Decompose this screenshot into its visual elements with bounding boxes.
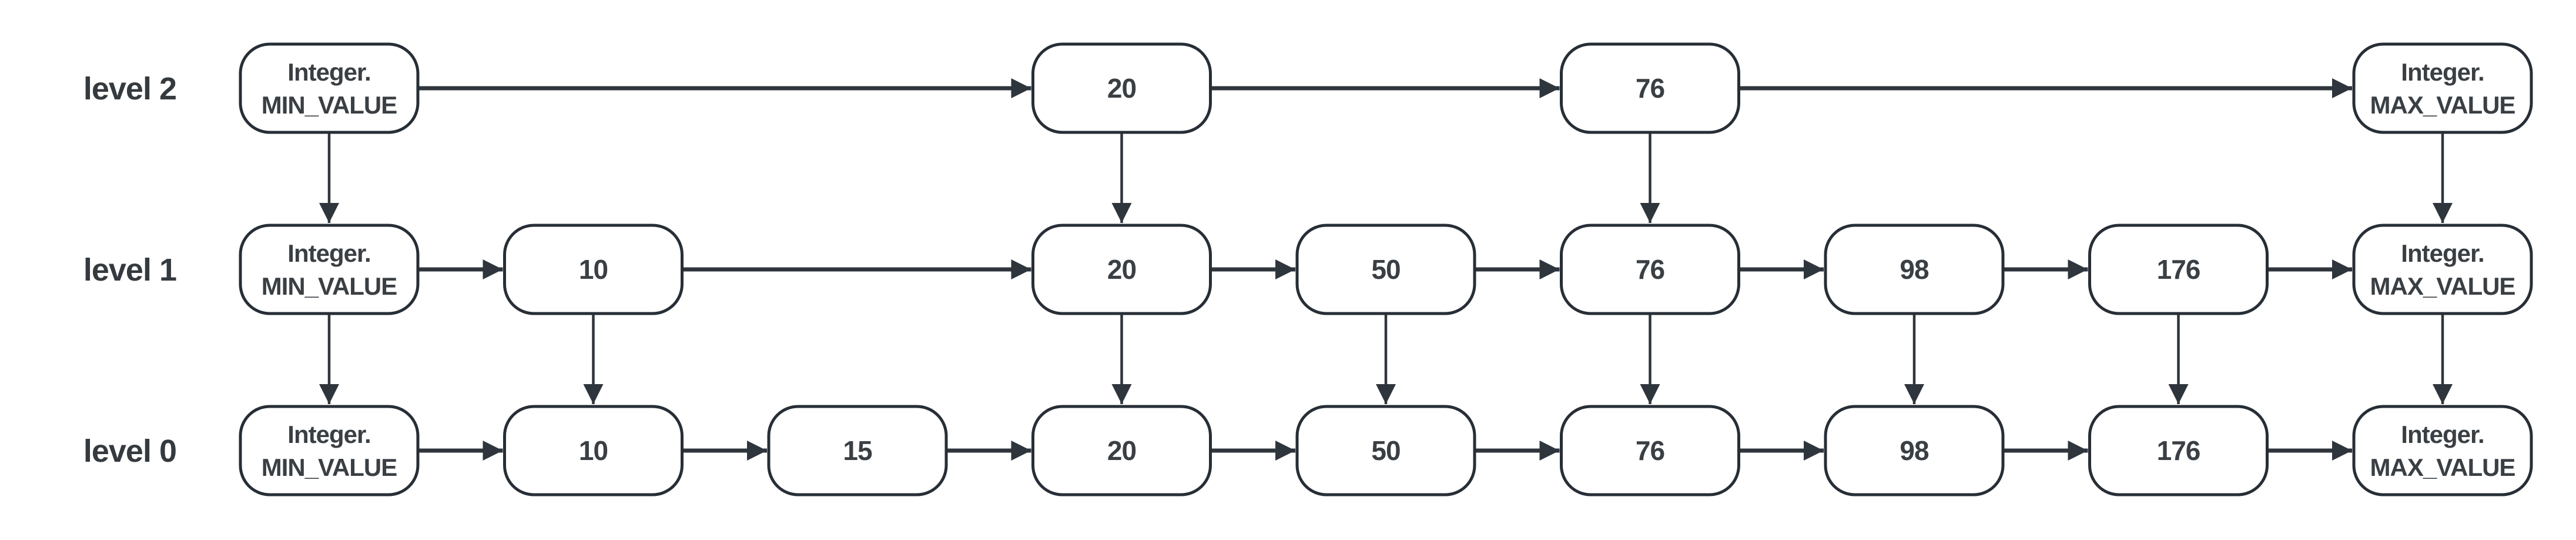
node-label-line2: MAX_VALUE	[2370, 91, 2515, 119]
node-label: 176	[2157, 435, 2200, 466]
node-label: 50	[1371, 254, 1400, 285]
node-shape-max	[2352, 405, 2533, 496]
node-label: 176	[2157, 254, 2200, 285]
node-shape-76	[1560, 42, 1740, 134]
node-level0-max: Integer. MAX_VALUE	[2352, 405, 2533, 496]
node-label-line1: Integer.	[2401, 421, 2484, 448]
node-level1-98: 98	[1824, 224, 2005, 315]
node-level0-98: 98	[1824, 405, 2005, 496]
node-shape-min	[239, 405, 420, 496]
node-level1-20: 20	[1031, 224, 1212, 315]
node-level0-76: 76	[1560, 405, 1740, 496]
node-label: 20	[1107, 254, 1136, 285]
node-label-line2: MIN_VALUE	[262, 91, 397, 119]
node-shape-50	[1295, 224, 1476, 315]
level-label-0: level 0	[83, 434, 176, 469]
node-label-line2: MAX_VALUE	[2370, 454, 2515, 481]
node-label: 76	[1636, 435, 1664, 466]
node-level0-min: Integer. MIN_VALUE	[239, 405, 420, 496]
node-shape-76	[1560, 405, 1740, 496]
node-label-line1: Integer.	[287, 58, 370, 86]
node-shape-min	[239, 224, 420, 315]
node-shape-15	[767, 405, 948, 496]
node-label: 50	[1371, 435, 1400, 466]
node-shape-176	[2088, 405, 2269, 496]
node-shape-98	[1824, 405, 2005, 496]
node-label-line1: Integer.	[2401, 58, 2484, 86]
node-shape-176	[2088, 224, 2269, 315]
node-label-line1: Integer.	[287, 421, 370, 448]
level-label-2: level 2	[83, 71, 176, 106]
node-shape-76	[1560, 224, 1740, 315]
node-label: 15	[843, 435, 872, 466]
node-label: 20	[1107, 435, 1136, 466]
node-level2-max: Integer. MAX_VALUE	[2352, 42, 2533, 134]
node-shape-98	[1824, 224, 2005, 315]
node-shape-min	[239, 42, 420, 134]
node-shape-20	[1031, 405, 1212, 496]
node-level0-10: 10	[503, 405, 684, 496]
node-shape-max	[2352, 224, 2533, 315]
node-level0-15: 15	[767, 405, 948, 496]
node-level1-176: 176	[2088, 224, 2269, 315]
node-shape-20	[1031, 224, 1212, 315]
node-label: 10	[579, 254, 608, 285]
node-level2-min: Integer. MIN_VALUE	[239, 42, 420, 134]
node-label: 10	[579, 435, 608, 466]
node-label: 98	[1900, 435, 1929, 466]
node-shape-10	[503, 224, 684, 315]
node-shape-10	[503, 405, 684, 496]
node-label: 76	[1636, 73, 1664, 104]
level-label-1: level 1	[83, 252, 176, 288]
node-level0-20: 20	[1031, 405, 1212, 496]
node-level1-10: 10	[503, 224, 684, 315]
node-label: 76	[1636, 254, 1664, 285]
node-label: 20	[1107, 73, 1136, 104]
node-shape-max	[2352, 42, 2533, 134]
node-level1-max: Integer. MAX_VALUE	[2352, 224, 2533, 315]
node-level2-76: 76	[1560, 42, 1740, 134]
node-level0-50: 50	[1295, 405, 1476, 496]
node-label-line2: MIN_VALUE	[262, 454, 397, 481]
node-level0-176: 176	[2088, 405, 2269, 496]
node-level2-20: 20	[1031, 42, 1212, 134]
node-label: 98	[1900, 254, 1929, 285]
node-label-line1: Integer.	[287, 239, 370, 267]
node-level1-50: 50	[1295, 224, 1476, 315]
node-level1-min: Integer. MIN_VALUE	[239, 224, 420, 315]
node-label-line1: Integer.	[2401, 239, 2484, 267]
node-shape-50	[1295, 405, 1476, 496]
node-level1-76: 76	[1560, 224, 1740, 315]
node-label-line2: MAX_VALUE	[2370, 272, 2515, 300]
node-shape-20	[1031, 42, 1212, 134]
node-label-line2: MIN_VALUE	[262, 272, 397, 300]
